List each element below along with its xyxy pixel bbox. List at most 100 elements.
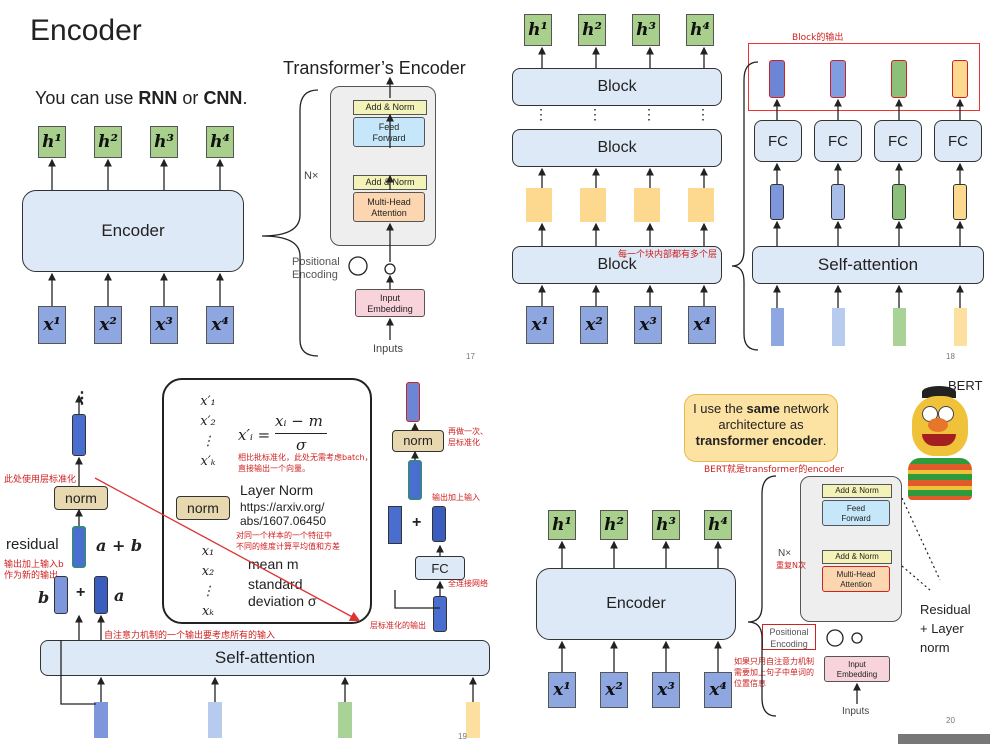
multi-head-attention: Multi-Head Attention bbox=[822, 566, 890, 592]
rnn-cnn-line: You can use RNN or CNN. bbox=[35, 88, 248, 108]
attn-vec-3 bbox=[892, 184, 906, 220]
input-vec-1 bbox=[94, 702, 108, 738]
fc-box: FC bbox=[415, 556, 465, 580]
fc-3: FC bbox=[874, 120, 922, 162]
sine-icon bbox=[348, 256, 368, 276]
red-note-self-attn-output: 自注意力机制的一个输出要考虑所有的输入 bbox=[104, 631, 276, 641]
x-input-4: x⁴ bbox=[688, 306, 716, 344]
dots-3: ⋮ bbox=[642, 106, 656, 122]
fc-4: FC bbox=[934, 120, 982, 162]
x-input-3: x³ bbox=[634, 306, 662, 344]
bert-label: BERT bbox=[948, 378, 983, 393]
input-vec-4 bbox=[466, 702, 480, 738]
b-vec bbox=[54, 576, 68, 614]
attn-vec-1 bbox=[770, 184, 784, 220]
encoder-box: Encoder bbox=[536, 568, 736, 640]
inputs-label: Inputs bbox=[842, 706, 870, 717]
a-plus-b: a + b bbox=[96, 536, 143, 555]
self-attention-box: Self-attention bbox=[752, 246, 984, 284]
block-middle: Block bbox=[512, 129, 722, 167]
add-icon bbox=[851, 632, 863, 644]
red-note-add-input: 输出加上输入 bbox=[432, 493, 480, 502]
encoder-box: Encoder bbox=[22, 190, 244, 272]
input-vec-3 bbox=[893, 308, 906, 346]
bert-hair-icon bbox=[922, 386, 956, 398]
residual-label: residual bbox=[6, 536, 59, 553]
dotted-pointer bbox=[901, 565, 931, 591]
a-vec bbox=[94, 576, 108, 614]
page-number: 17 bbox=[466, 352, 475, 361]
input-vec-2 bbox=[832, 308, 845, 346]
plus-right: + bbox=[412, 514, 422, 531]
plus-sign: + bbox=[76, 584, 86, 601]
final-vec bbox=[406, 382, 420, 422]
h-output-1: h¹ bbox=[524, 14, 552, 46]
formula-numerator: xᵢ − m bbox=[275, 412, 323, 430]
x-input-3: x³ bbox=[150, 306, 178, 344]
dotted-pointer bbox=[901, 497, 941, 581]
add-icon bbox=[384, 263, 396, 275]
input-vec-3 bbox=[338, 702, 352, 738]
positional-encoding: Positional Encoding bbox=[292, 256, 340, 281]
dots-1: ⋮ bbox=[534, 106, 548, 122]
input-vec-2 bbox=[208, 702, 222, 738]
bert-nose-icon bbox=[928, 418, 948, 432]
red-note-contrast: 相比批标准化，此处无需考虑batch， 直接输出一个向量。 bbox=[238, 453, 373, 473]
output-vec-3 bbox=[891, 60, 907, 98]
std-label: standard deviation σ bbox=[248, 576, 317, 609]
output-vec-1 bbox=[769, 60, 785, 98]
attn-vec-2 bbox=[831, 184, 845, 220]
x-input-1: x¹ bbox=[526, 306, 554, 344]
red-pointer-arrow bbox=[94, 477, 361, 622]
red-note-add-b: 输出加上输入b 作为新的输出 bbox=[4, 560, 64, 581]
h-output-2: h² bbox=[578, 14, 606, 46]
h-output-4: h⁴ bbox=[206, 126, 234, 158]
red-note-repeat: 重复N次 bbox=[776, 561, 806, 570]
page-number: 20 bbox=[946, 716, 955, 725]
red-note-same-sample: 对同一个样本的一个特征中 不同的维度计算平均值和方差 bbox=[236, 531, 340, 551]
formula-bar bbox=[275, 433, 327, 434]
inputs-label: Inputs bbox=[373, 343, 403, 355]
hidden-vec-2 bbox=[580, 188, 606, 222]
x-input-2: x² bbox=[94, 306, 122, 344]
bert-character-illustration bbox=[908, 382, 972, 500]
feed-forward: Feed Forward bbox=[353, 117, 425, 147]
page-number: 19 bbox=[458, 732, 467, 741]
b-label: b bbox=[38, 588, 50, 607]
input-embedding: Input Embedding bbox=[824, 656, 890, 682]
block-bottom: Block bbox=[512, 246, 722, 284]
fc-1: FC bbox=[754, 120, 802, 162]
input-vec-4 bbox=[954, 308, 967, 346]
red-note-block-output: Block的输出 bbox=[792, 33, 844, 43]
x-prime-vector: x′₁ x′₂ ⋮ x′ₖ bbox=[200, 394, 216, 469]
h-output-4: h⁴ bbox=[686, 14, 714, 46]
arxiv-link[interactable]: https://arxiv.org/ abs/1607.06450 bbox=[240, 500, 327, 528]
sine-icon bbox=[826, 629, 844, 647]
nx-label: N× bbox=[304, 170, 319, 182]
feed-forward: Feed Forward bbox=[822, 500, 890, 526]
red-note-use-layernorm: 此处使用层标准化 bbox=[4, 475, 77, 485]
x-input-4: x⁴ bbox=[206, 306, 234, 344]
input-vec-1 bbox=[771, 308, 784, 346]
red-note-bert: BERT就是transformer的encoder bbox=[704, 465, 844, 475]
formula-denominator: σ bbox=[296, 436, 307, 454]
attn-vec-4 bbox=[953, 184, 967, 220]
hidden-vec-4 bbox=[688, 188, 714, 222]
hidden-vec-3 bbox=[634, 188, 660, 222]
x-input-3: x³ bbox=[652, 672, 680, 708]
residual-path bbox=[394, 590, 440, 609]
self-attention-box: Self-attention bbox=[40, 640, 490, 676]
a-label: a bbox=[114, 586, 125, 605]
h-output-2: h² bbox=[600, 510, 628, 540]
add-norm-1: Add & Norm bbox=[822, 484, 892, 498]
output-vec-2 bbox=[830, 60, 846, 98]
brace bbox=[747, 475, 777, 717]
red-note-each-block: 每一个块内部都有多个层 bbox=[618, 250, 718, 260]
scrollbar[interactable] bbox=[898, 734, 990, 744]
layer-norm-callout bbox=[162, 378, 372, 624]
x-input-1: x¹ bbox=[38, 306, 66, 344]
h-output-2: h² bbox=[94, 126, 122, 158]
